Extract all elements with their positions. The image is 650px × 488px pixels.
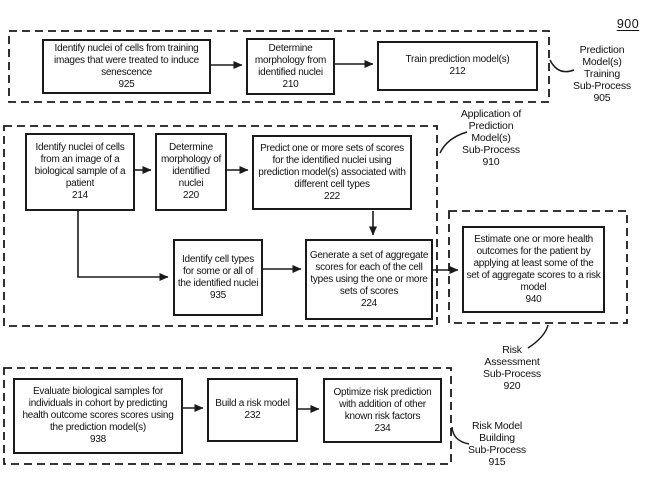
step-text: Generate a set of aggregate scores for e… (309, 249, 429, 297)
step-box-214: Identify nuclei of cells from an image o… (25, 133, 135, 211)
step-number: 224 (361, 297, 377, 309)
step-number: 210 (282, 78, 299, 90)
step-text: Identify nuclei of cells from training i… (54, 42, 199, 78)
step-box-925: Identify nuclei of cells from training i… (42, 39, 211, 94)
step-number: 935 (210, 289, 226, 301)
step-box-222: Predict one or more sets of scores for t… (252, 135, 412, 210)
step-box-212: Train prediction model(s) 212 (377, 41, 538, 91)
step-box-940: Estimate one or more health outcomes for… (462, 226, 605, 313)
arrow-214-to-935-elbow (77, 211, 169, 281)
step-text: Evaluate biological samples for individu… (22, 386, 174, 433)
label-text: Risk Assessment Sub-Process (483, 344, 541, 381)
label-risk-assessment-subprocess: Risk Assessment Sub-Process 920 (464, 344, 560, 392)
label-text: Risk Model Building Sub-Process (468, 420, 526, 457)
label-number: 915 (488, 456, 506, 469)
step-text: Estimate one or more health outcomes for… (466, 233, 601, 293)
step-text: Identify nuclei of cells from an image o… (34, 142, 126, 189)
step-number: 938 (90, 434, 106, 445)
step-box-938: Evaluate biological samples for individu… (13, 378, 183, 454)
label-number: 905 (593, 92, 611, 105)
label-training-subprocess: Prediction Model(s) Training Sub-Process… (554, 44, 650, 104)
step-text: Optimize risk prediction with addition o… (333, 386, 432, 422)
step-number: 212 (449, 66, 466, 77)
step-box-224: Generate a set of aggregate scores for e… (305, 239, 433, 320)
label-text: Prediction Model(s) Training Sub-Process (573, 44, 631, 93)
step-text: Predict one or more sets of scores for t… (258, 142, 406, 190)
step-text: Train prediction model(s) (405, 54, 510, 65)
step-box-232: Build a risk model 232 (207, 378, 298, 442)
step-text: Determine morphology of identified nucle… (160, 142, 222, 189)
figure-number: 900 (616, 17, 640, 31)
step-number: 234 (374, 422, 391, 434)
step-number: 925 (118, 78, 135, 90)
label-number: 920 (503, 380, 521, 393)
step-number: 222 (324, 190, 340, 202)
step-text: Determine morphology from identified nuc… (254, 42, 327, 78)
step-text: Build a risk model (215, 398, 290, 409)
label-text: Application of Prediction Model(s) Sub-P… (460, 108, 522, 157)
label-application-subprocess: Application of Prediction Model(s) Sub-P… (443, 108, 539, 168)
step-box-210: Determine morphology from identified nuc… (246, 38, 335, 95)
step-box-935: Identify cell types for some or all of t… (173, 239, 263, 316)
step-number: 214 (72, 190, 88, 201)
label-risk-model-building-subprocess: Risk Model Building Sub-Process 915 (449, 420, 545, 468)
step-box-234: Optimize risk prediction with addition o… (323, 378, 442, 443)
step-number: 232 (244, 410, 261, 421)
step-box-220: Determine morphology of identified nucle… (155, 133, 227, 211)
step-number: 940 (525, 293, 542, 305)
step-text: Identify cell types for some or all of t… (177, 253, 259, 289)
label-number: 910 (482, 156, 500, 169)
step-number: 220 (183, 190, 199, 201)
